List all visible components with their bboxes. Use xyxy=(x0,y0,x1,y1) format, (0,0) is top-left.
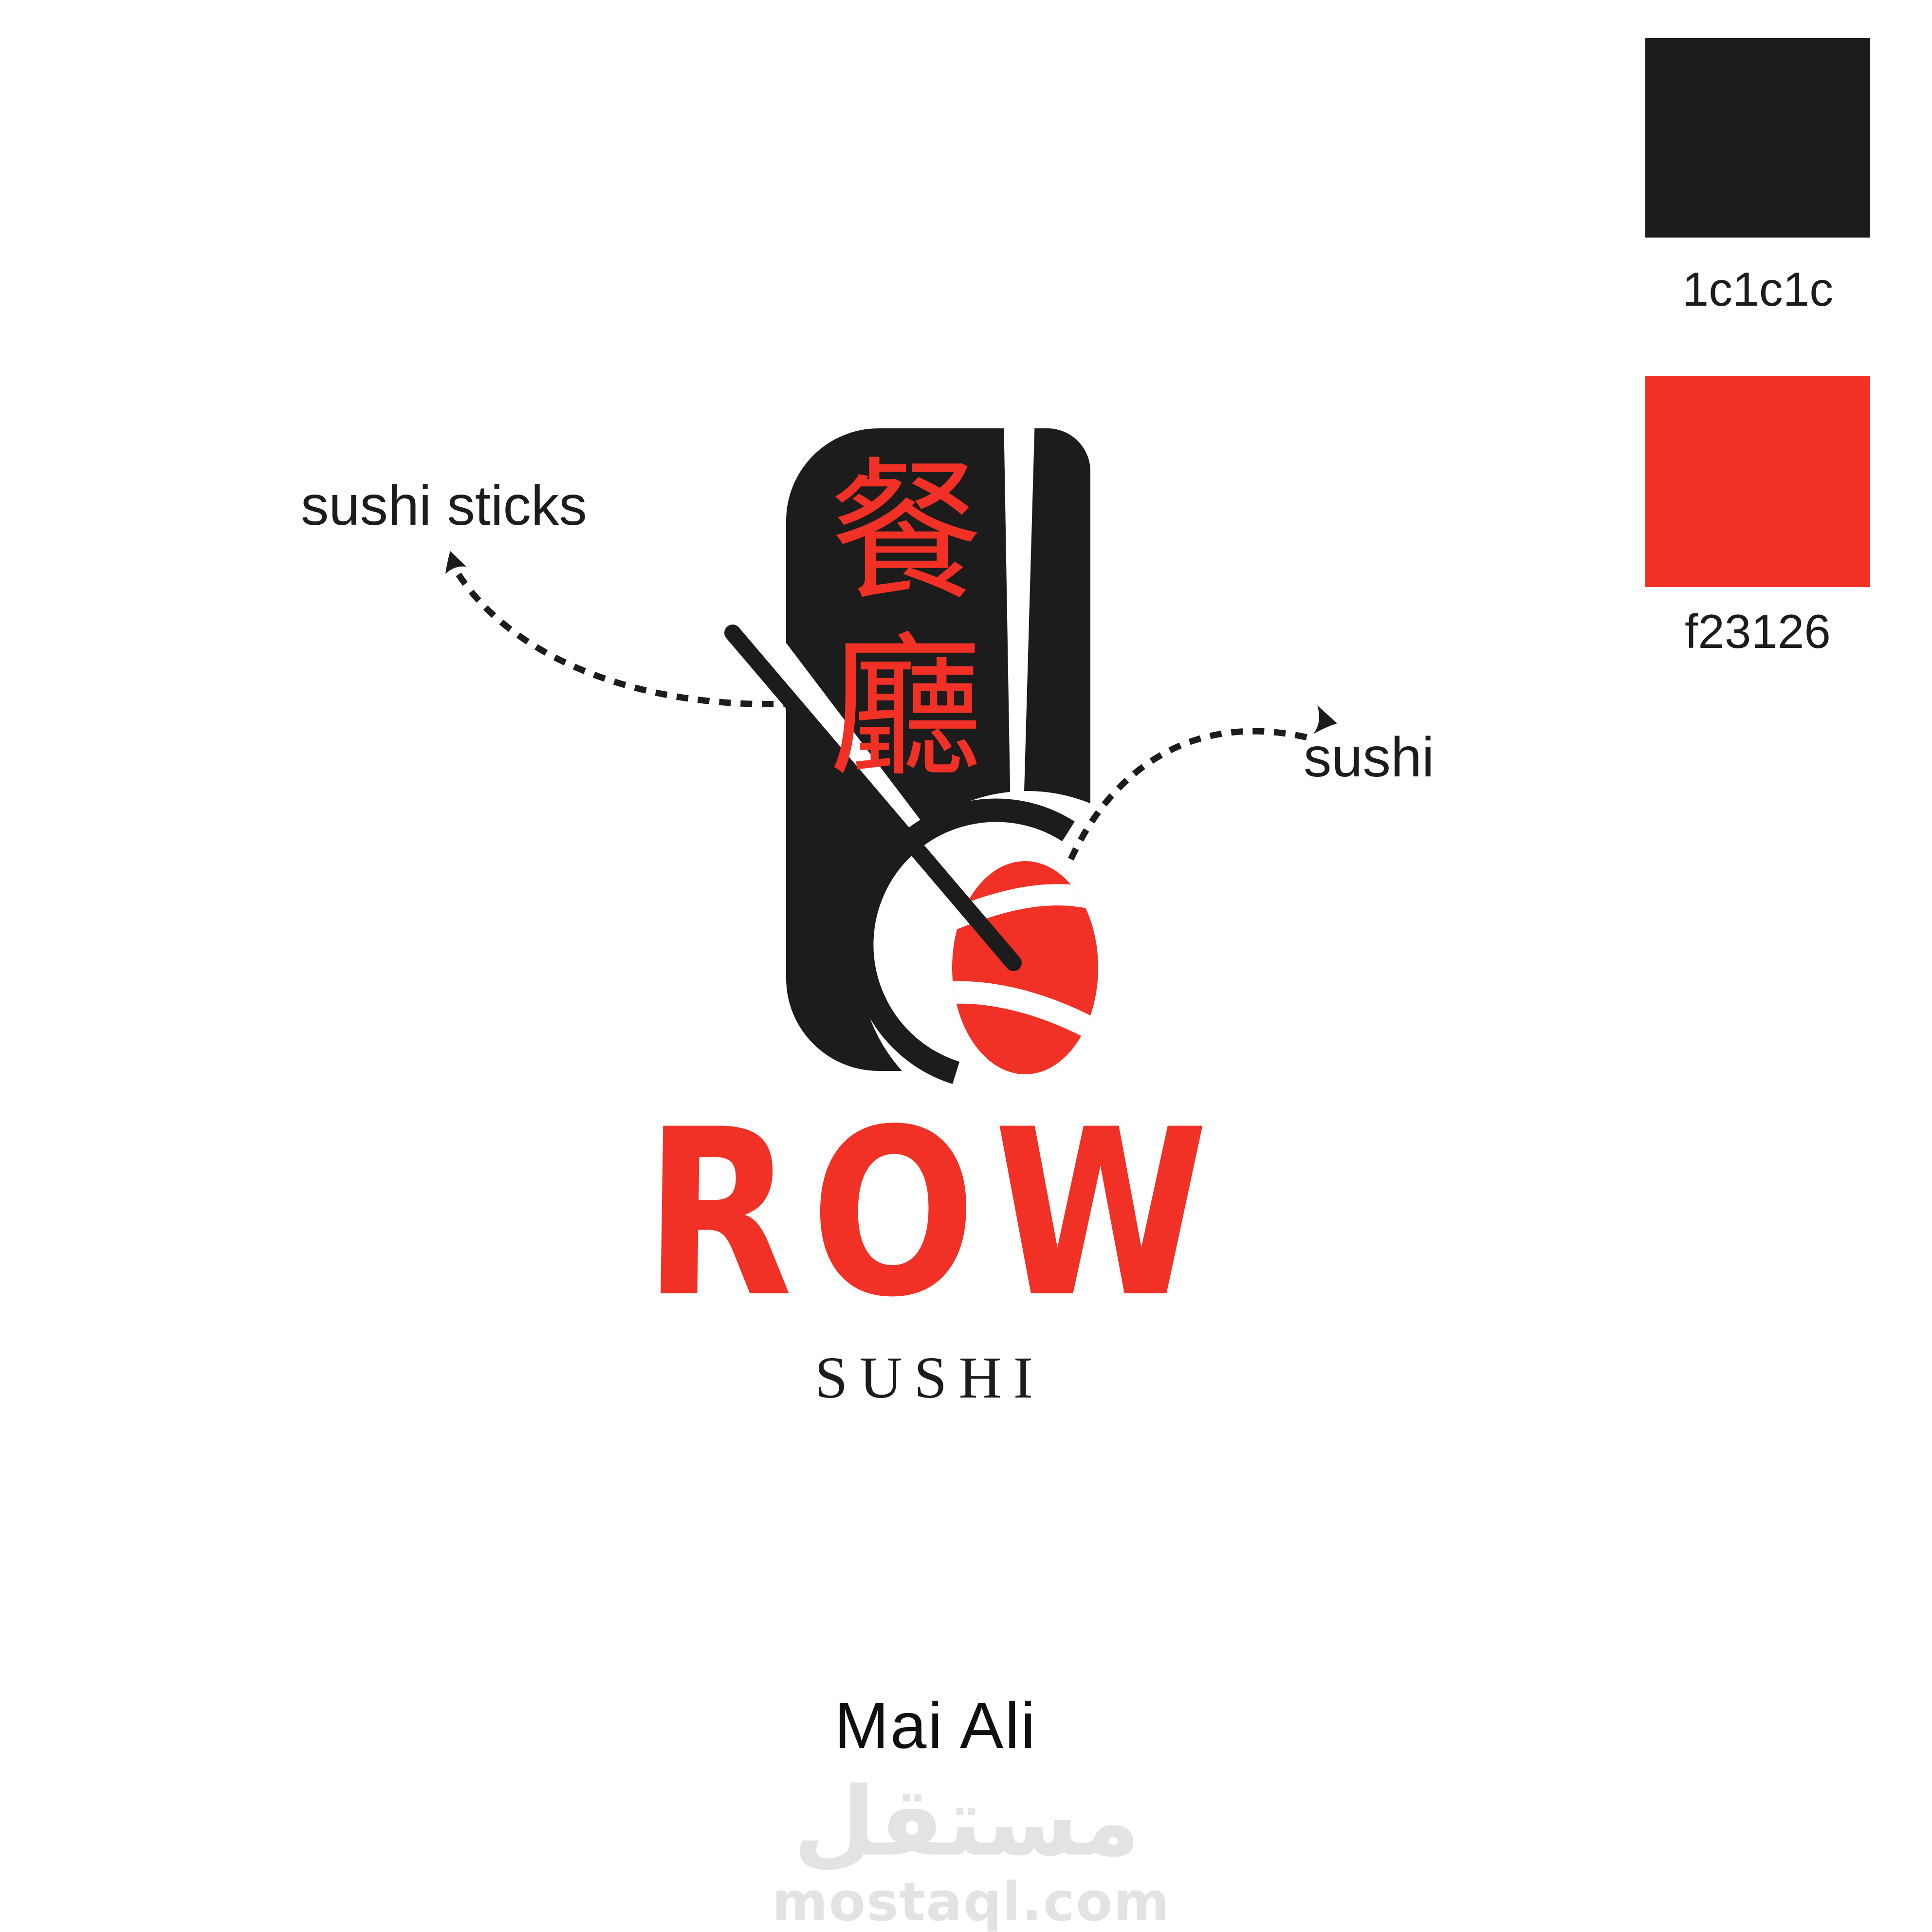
sticks-callout-label: sushi sticks xyxy=(301,475,587,537)
sushi-arrowhead-icon xyxy=(1313,705,1337,734)
sushi-dashed-line xyxy=(1068,728,1310,861)
sticks-arrowhead-icon xyxy=(445,551,466,574)
tagline-sushi: SUSHI xyxy=(814,1345,1045,1411)
sushi-callout-arrow xyxy=(1068,705,1337,861)
swatch-dark-hex: 1c1c1c xyxy=(1682,262,1834,316)
sushi-ring-arc xyxy=(850,798,1075,1084)
hanzi-top: 餐 xyxy=(829,444,983,622)
sticks-callout-arrow xyxy=(445,551,799,707)
swatch-dark xyxy=(1645,38,1870,238)
mostaql-domain-watermark: mostaql.com xyxy=(772,1871,1171,1932)
swatch-red xyxy=(1645,376,1870,587)
hanzi-characters: 餐 廳 xyxy=(809,445,1003,796)
mostaql-arabic-watermark: مستقل xyxy=(793,1766,1141,1877)
hanzi-bottom: 廳 xyxy=(829,619,983,797)
chopstick-icon xyxy=(724,625,1022,971)
swatch-red-hex: f23126 xyxy=(1685,605,1831,658)
wordmark-row: ROW xyxy=(642,1081,1226,1348)
sticks-dashed-line xyxy=(456,572,799,707)
designer-credit: Mai Ali xyxy=(834,1690,1037,1762)
sushi-callout-label: sushi xyxy=(1304,726,1435,789)
